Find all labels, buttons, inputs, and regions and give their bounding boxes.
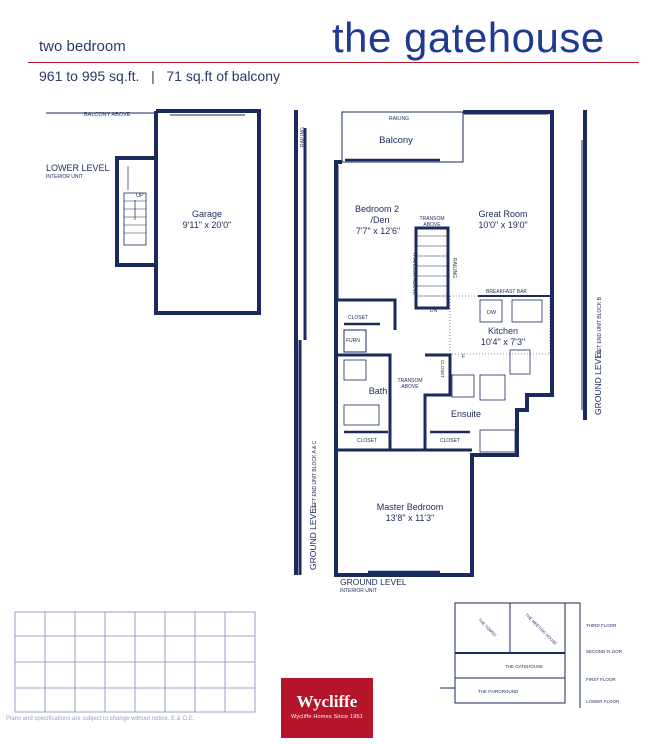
section-unit-a-label: THE TOWNS [477,617,498,638]
building-section [440,602,581,708]
railing-left-label: RAILING [300,127,306,147]
ground-level-plan [294,110,587,577]
ground-level-left-sub: LEFT END UNIT BLOCK A & C [312,440,318,510]
ground-level-right-sub: LEFT END UNIT BLOCK B [597,296,603,357]
logo-name: Wycliffe [296,692,358,711]
unit-type: two bedroom [39,38,126,55]
transom-label-b: ABOVE [423,222,441,228]
railing-stair-label: RAILING [451,258,457,278]
garage-dims: 9'11" x 20'0" [183,220,232,230]
great-room-dims: 10'0" x 19'0" [478,220,527,230]
dishwasher-label: DW [487,310,497,316]
balcony-above-label: BALCONY ABOVE [84,112,131,118]
furnace-label: FURN [346,338,360,344]
kitchen-name: Kitchen [488,326,518,336]
wycliffe-logo: Wycliffe Wycliffe Homes Since 1951 [281,678,373,738]
breakfast-bar-label: BREAKFAST BAR [486,289,527,295]
header-divider [28,62,639,63]
transom-vertical-label: TRANSOM ABOVE [411,252,417,296]
unit-area: 961 to 995 sq.ft. | 71 sq.ft of balcony [39,68,281,84]
section-unit-b-label: THE MEETING HOUSE [524,612,558,646]
bath-name: Bath [369,386,388,396]
section-second-floor: SECOND FLOOR [586,649,623,654]
ground-level-label: GROUND LEVEL [340,577,407,587]
closet-bath-label: CLOSET [357,438,377,444]
kitchen-dims: 10'4" x 7'3" [481,337,525,347]
transom-label-c: TRANSOM [398,378,423,384]
building-elevation [14,611,256,713]
disclaimer: Plans and specifications are subject to … [6,716,195,722]
master-bedroom-name: Master Bedroom [377,502,444,512]
closet-vertical-label: CLOSET [440,360,445,378]
closet-master-label: CLOSET [440,438,460,444]
stair-up-label: UP [136,193,144,199]
lower-level-plan [46,109,261,315]
section-first-floor: FIRST FLOOR [586,677,616,682]
transom-label-d: ABOVE [401,384,419,390]
lower-level-sub: INTERIOR UNIT [46,174,83,180]
ground-level-sub: INTERIOR UNIT [340,588,377,594]
unit-title: the gatehouse [332,14,605,61]
railing-top-label: RAILING [389,116,409,122]
section-lower-floor: LOWER FLOOR [586,699,620,704]
fridge-label: F [462,354,465,360]
section-gatehouse-label: THE GATEHOUSE [505,664,543,669]
section-third-floor: THIRD FLOOR [586,623,617,628]
lower-level-label: LOWER LEVEL [46,163,110,173]
ensuite-name: Ensuite [451,409,481,419]
balcony-name: Balcony [379,135,413,146]
great-room-name: Great Room [478,209,527,219]
closet-bedroom2-label: CLOSET [348,315,368,321]
bedroom2-sub: /Den [370,215,389,225]
logo-tagline: Wycliffe Homes Since 1951 [290,714,364,720]
garage-name: Garage [192,209,222,219]
section-fairground-label: THE FAIRGROUND [478,689,519,694]
master-bedroom-dims: 13'8" x 11'3" [386,513,435,523]
bedroom2-name: Bedroom 2 [355,204,399,214]
bedroom2-dims: 7'7" x 12'6" [356,226,400,236]
stair-down-label: DN [430,308,438,314]
transom-label-a: TRANSOM [420,216,445,222]
ground-level-right-label: GROUND LEVEL [593,348,603,415]
ground-level-left-label: GROUND LEVEL [308,503,318,570]
